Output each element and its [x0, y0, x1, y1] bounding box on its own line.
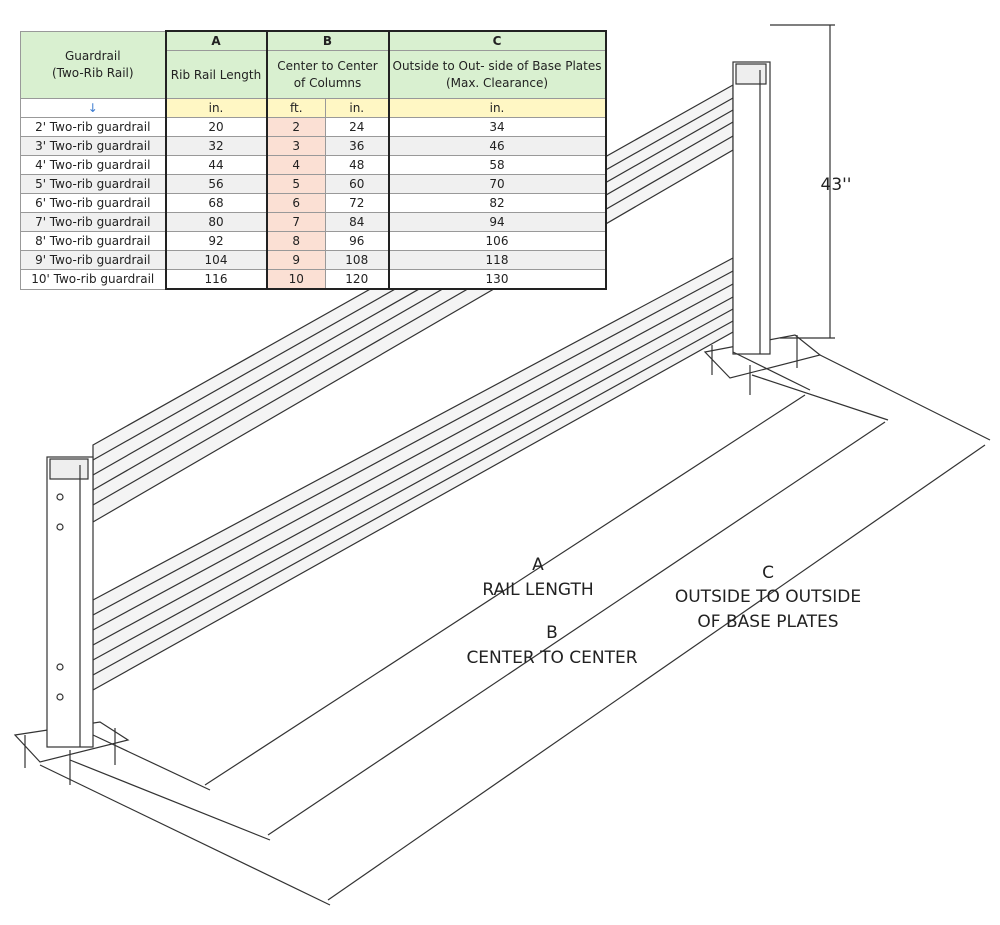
- cell-b-in: 120: [325, 269, 389, 290]
- arrow-down-icon: ↓: [20, 98, 166, 118]
- a-letter: A: [532, 555, 544, 575]
- cell-b-in: 48: [325, 155, 389, 175]
- cell-b-ft: 4: [265, 155, 326, 175]
- cell-name: 6' Two-rib guardrail: [20, 193, 166, 213]
- cell-name: 10' Two-rib guardrail: [20, 269, 166, 290]
- cell-name: 7' Two-rib guardrail: [20, 212, 166, 232]
- cell-name: 8' Two-rib guardrail: [20, 231, 166, 251]
- a-label: RAIL LENGTH: [482, 580, 593, 600]
- cell-b-ft: 7: [265, 212, 326, 232]
- cell-name: 3' Two-rib guardrail: [20, 136, 166, 156]
- cell-a: 116: [164, 269, 267, 290]
- cell-a: 68: [164, 193, 267, 213]
- cell-c: 82: [387, 193, 607, 213]
- unit-c: in.: [387, 98, 607, 118]
- col-c-title: Outside to Out- side of Base Plates (Max…: [387, 50, 607, 99]
- cell-a: 44: [164, 155, 267, 175]
- dimension-c: [39, 354, 991, 906]
- cell-b-in: 84: [325, 212, 389, 232]
- cell-b-in: 96: [325, 231, 389, 251]
- cell-name: 5' Two-rib guardrail: [20, 174, 166, 194]
- c-label-1: OUTSIDE TO OUTSIDE: [675, 587, 861, 607]
- left-post: [46, 456, 94, 748]
- cell-b-in: 60: [325, 174, 389, 194]
- unit-b-in: in.: [325, 98, 389, 118]
- cell-b-in: 72: [325, 193, 389, 213]
- cell-a: 20: [164, 117, 267, 137]
- cell-b-ft: 5: [265, 174, 326, 194]
- cell-c: 46: [387, 136, 607, 156]
- col-b-title: Center to Center of Columns: [265, 50, 389, 99]
- cell-c: 34: [387, 117, 607, 137]
- cell-c: 58: [387, 155, 607, 175]
- cell-c: 70: [387, 174, 607, 194]
- cell-a: 80: [164, 212, 267, 232]
- cell-a: 92: [164, 231, 267, 251]
- cell-b-ft: 8: [265, 231, 326, 251]
- cell-c: 106: [387, 231, 607, 251]
- cell-b-ft: 3: [265, 136, 326, 156]
- cell-a: 56: [164, 174, 267, 194]
- dimension-b: [69, 374, 889, 841]
- cell-b-ft: 10: [265, 269, 326, 290]
- cell-b-in: 36: [325, 136, 389, 156]
- cell-b-ft: 9: [265, 250, 326, 270]
- col-a-title: Rib Rail Length: [164, 50, 267, 99]
- col-c-letter: C: [387, 30, 607, 51]
- c-letter: C: [762, 563, 774, 583]
- cell-c: 94: [387, 212, 607, 232]
- b-label: CENTER TO CENTER: [466, 648, 637, 668]
- cell-b-ft: 2: [265, 117, 326, 137]
- dimension-height: [770, 24, 835, 339]
- b-letter: B: [546, 623, 558, 643]
- c-label-2: OF BASE PLATES: [697, 612, 838, 632]
- cell-name: 2' Two-rib guardrail: [20, 117, 166, 137]
- cell-name: 9' Two-rib guardrail: [20, 250, 166, 270]
- cell-name: 4' Two-rib guardrail: [20, 155, 166, 175]
- cell-a: 104: [164, 250, 267, 270]
- guardrail-header: Guardrail (Two-Rib Rail): [20, 30, 166, 99]
- cell-a: 32: [164, 136, 267, 156]
- cell-b-in: 24: [325, 117, 389, 137]
- cell-c: 130: [387, 269, 607, 290]
- col-a-letter: A: [164, 30, 267, 51]
- col-b-letter: B: [265, 30, 389, 51]
- right-post: [732, 61, 771, 355]
- cell-c: 118: [387, 250, 607, 270]
- cell-b-in: 108: [325, 250, 389, 270]
- height-label: 43'': [821, 175, 852, 195]
- unit-b-ft: ft.: [265, 98, 326, 118]
- cell-b-ft: 6: [265, 193, 326, 213]
- unit-a: in.: [164, 98, 267, 118]
- dimension-table: Guardrail (Two-Rib Rail) A B C Rib Rail …: [20, 30, 607, 290]
- dimension-a: [92, 351, 811, 791]
